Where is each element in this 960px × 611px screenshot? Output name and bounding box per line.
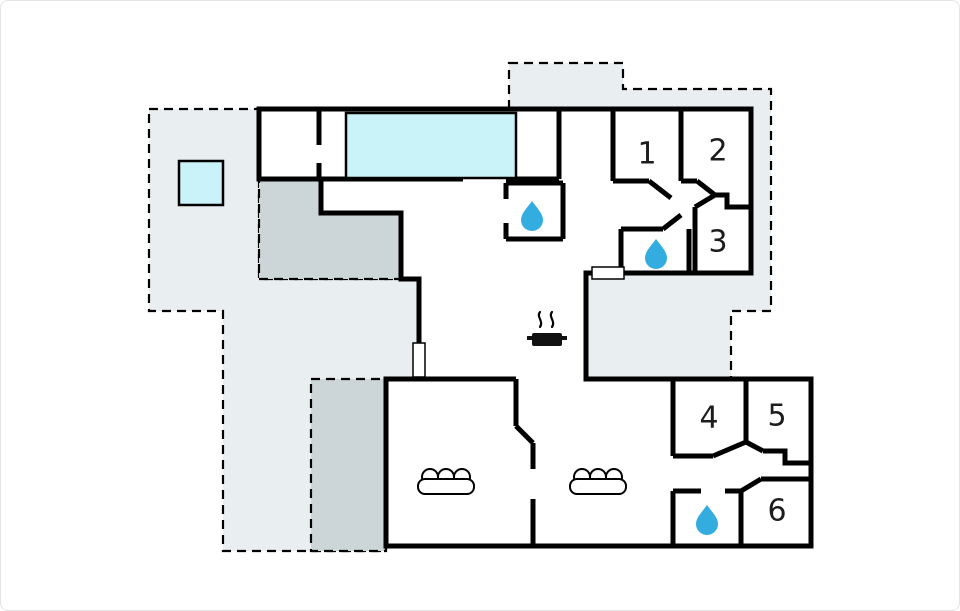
room-label-3: 3 [708, 225, 727, 260]
room-label-6: 6 [767, 494, 786, 529]
room-labels: 1 2 3 4 5 6 [637, 134, 786, 529]
bathroom-2-walls [618, 213, 692, 273]
room-label-1: 1 [637, 137, 656, 172]
hot-tub [177, 159, 225, 207]
kitchen-living-walls [419, 376, 536, 546]
terrace-covered-bottom [309, 377, 388, 553]
bathroom-1-walls [503, 180, 566, 242]
swimming-pool [344, 111, 518, 180]
terrace-door-left [412, 342, 426, 378]
room-label-5: 5 [767, 399, 786, 434]
stove-icon [527, 310, 567, 346]
sofa-icon [569, 468, 627, 495]
bedroom-4-5-6-walls [670, 379, 811, 546]
bedroom-3-walls [692, 192, 751, 273]
sofa-icon [417, 468, 475, 495]
room-label-2: 2 [708, 134, 727, 169]
bedroom-1-2-walls [610, 109, 717, 200]
terrace-door-right [591, 266, 625, 280]
room-label-4: 4 [699, 401, 718, 436]
